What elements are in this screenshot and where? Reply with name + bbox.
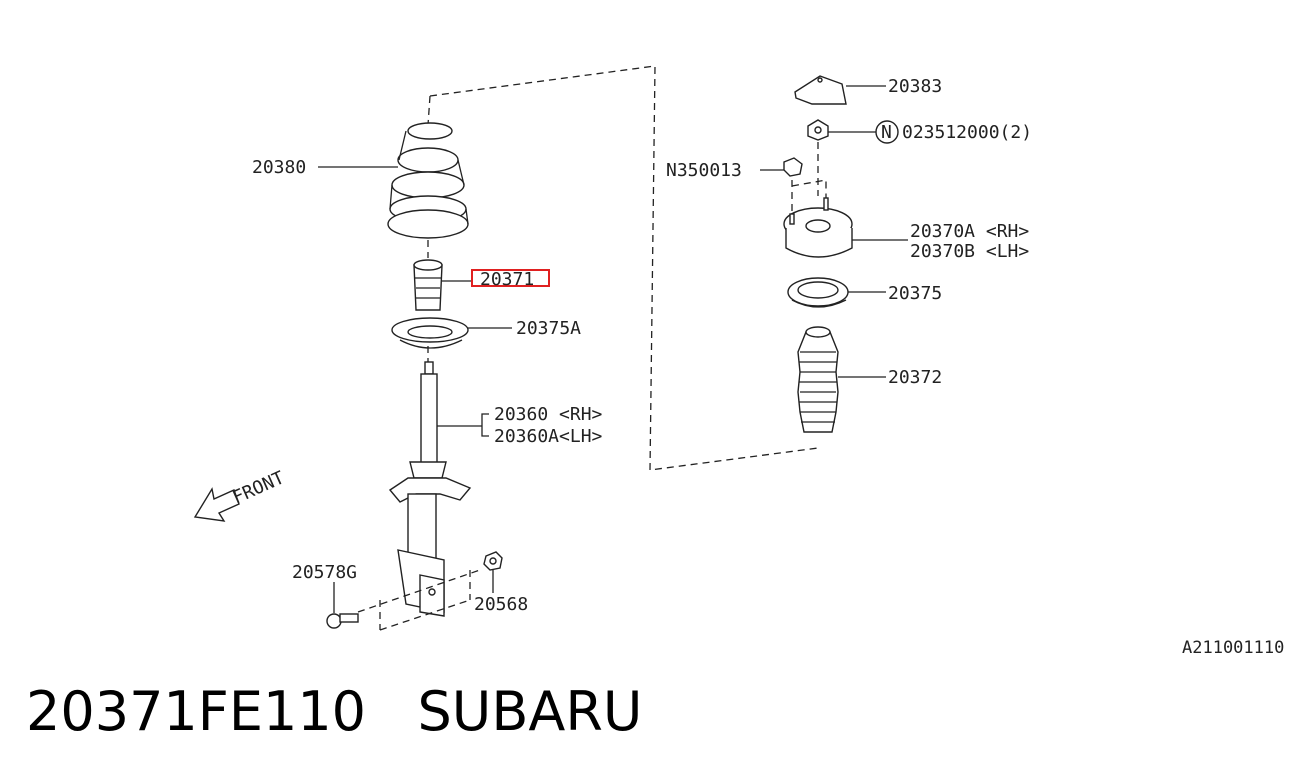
label-20380: 20380 xyxy=(252,157,306,178)
parts-diagram: 20380 20371 20375A 20360 <RH> 20360A<LH>… xyxy=(193,65,1284,658)
label-20372: 20372 xyxy=(888,367,942,388)
nut-small xyxy=(783,157,803,177)
label-20375A: 20375A xyxy=(516,318,581,339)
label-20568: 20568 xyxy=(474,594,528,615)
nut-lower xyxy=(483,551,503,571)
label-20383: 20383 xyxy=(888,76,942,97)
coil-spring xyxy=(387,122,469,239)
label-20371: 20371 xyxy=(480,269,534,290)
front-arrow-icon xyxy=(193,487,240,522)
label-023512000: 023512000(2) xyxy=(902,122,1032,143)
strut-assembly xyxy=(388,361,472,617)
part-number-title: 20371FE110 SUBARU xyxy=(26,680,643,743)
label-20370A-rh: 20370A <RH> xyxy=(910,221,1029,242)
explode-outline xyxy=(429,65,819,471)
label-20370B-lh: 20370B <LH> xyxy=(910,241,1029,262)
spring-seat-lower xyxy=(391,317,469,349)
label-N350013: N350013 xyxy=(666,160,742,181)
front-label: FRONT xyxy=(229,467,287,508)
diagram-code: A211001110 xyxy=(1182,638,1284,658)
n-marker: N xyxy=(881,122,892,143)
n-marker-icon xyxy=(875,120,899,144)
strut-mount xyxy=(783,197,853,258)
label-20578G: 20578G xyxy=(292,562,357,583)
dust-boot xyxy=(797,326,839,433)
label-20375: 20375 xyxy=(888,283,942,304)
bump-stop xyxy=(413,259,443,311)
label-20360-rh: 20360 <RH> xyxy=(494,404,603,425)
nut-top xyxy=(807,119,829,141)
highlight-box-20371 xyxy=(471,269,550,287)
cap xyxy=(794,75,847,105)
bearing xyxy=(787,277,849,308)
bolt xyxy=(326,613,359,629)
label-20360a-lh: 20360A<LH> xyxy=(494,426,603,447)
